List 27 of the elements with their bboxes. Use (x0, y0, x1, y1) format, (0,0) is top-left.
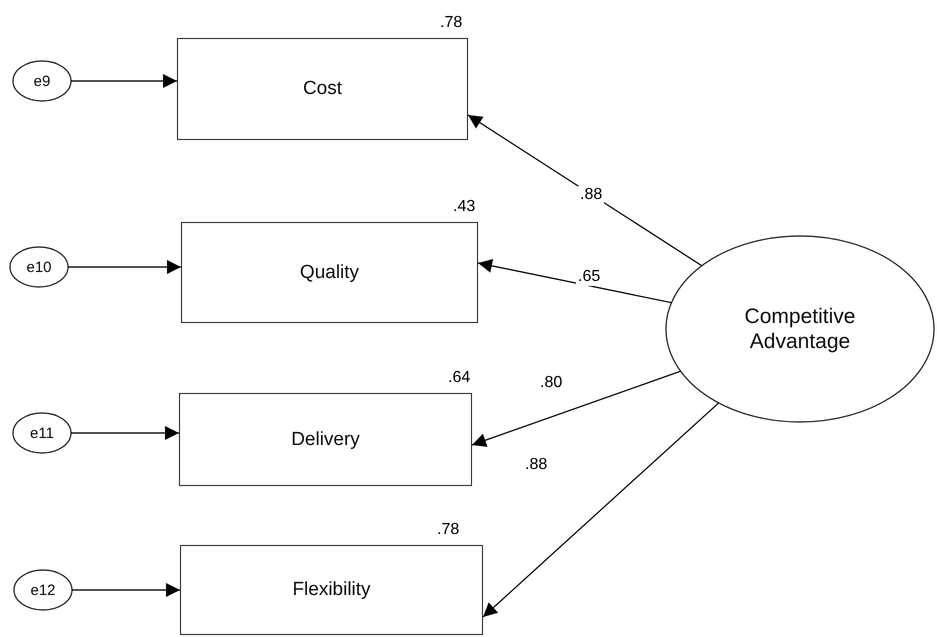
arrow (468, 114, 702, 266)
r-squared-value: .64 (448, 369, 470, 387)
variable-name: Delivery (291, 428, 360, 450)
arrow (478, 258, 672, 304)
r-squared-value: .78 (440, 14, 462, 32)
edge-label: .88 (578, 186, 604, 204)
r-squared-value: .43 (453, 198, 476, 216)
edge-label: .65 (576, 268, 602, 286)
variable-name: Flexibility (292, 579, 371, 601)
variable-label: e9 (34, 72, 50, 90)
observed-variable-box (180, 545, 483, 635)
arrow (68, 260, 181, 274)
arrow (71, 426, 179, 440)
variable-name: Quality (300, 262, 360, 284)
arrow (482, 402, 720, 618)
arrow (72, 583, 180, 597)
r-squared-value: .78 (437, 521, 460, 539)
variable-label: e11 (30, 424, 54, 442)
variable-name: Cost (302, 78, 342, 100)
observed-variable-box (181, 222, 478, 323)
arrow (71, 74, 177, 88)
observed-variable-box (179, 393, 472, 486)
variable-label: Competitive Advantage (744, 304, 856, 354)
variable-label: e10 (26, 258, 52, 276)
arrow (472, 370, 681, 447)
variable-label: e12 (30, 582, 56, 598)
observed-variable-box (177, 38, 468, 140)
